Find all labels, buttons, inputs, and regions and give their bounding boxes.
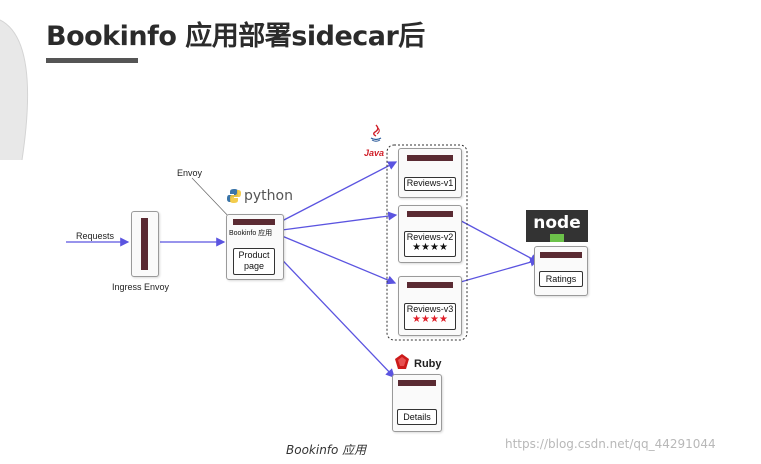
ruby-logo-text: Ruby <box>414 358 442 370</box>
slide-title: Bookinfo 应用部署sidecar后 <box>46 21 425 52</box>
ingress-envoy-bar <box>141 218 148 270</box>
node-logo-text: node <box>533 213 581 233</box>
requests-label: Requests <box>76 231 115 241</box>
reviews-group-border <box>386 144 468 341</box>
edge-reviews-v2-ratings <box>449 214 540 263</box>
reviews-v2-envoy-bar <box>407 211 453 217</box>
python-logo-icon <box>227 189 241 203</box>
reviews-v2-stars: ★★★★ <box>412 242 448 253</box>
edge-productpage-reviews-v2 <box>281 211 398 231</box>
ingress-envoy-label: Ingress Envoy <box>112 282 170 292</box>
details-service: Details <box>392 374 442 432</box>
reviews-v3-stars: ★★★★ <box>412 314 448 325</box>
figure-caption: Bookinfo 应用 <box>286 443 367 457</box>
java-logo-text: Java <box>364 148 385 158</box>
edge-productpage-details <box>267 244 395 378</box>
watermark-url: https://blog.csdn.net/qq_44291044 <box>505 437 716 451</box>
ratings-label: Ratings <box>539 271 583 287</box>
productpage-label: Product page <box>233 248 275 275</box>
reviews-v2-label: Reviews-v2 <box>406 232 454 242</box>
ratings-envoy-bar <box>540 252 582 258</box>
envoy-label: Envoy <box>177 168 203 178</box>
ratings-service: Ratings <box>534 246 588 296</box>
ingress-envoy-box <box>131 211 159 277</box>
productpage-envoy-bar <box>233 219 275 225</box>
productpage-header: Bookinfo 应用 <box>229 230 273 237</box>
reviews-v1-service: Reviews-v1 <box>398 148 462 198</box>
details-envoy-bar <box>398 380 436 386</box>
reviews-v2-label-box: Reviews-v2 ★★★★ <box>404 231 456 257</box>
details-label: Details <box>397 409 437 425</box>
reviews-v1-label: Reviews-v1 <box>404 177 456 191</box>
title-underline <box>46 58 138 63</box>
java-logo-icon <box>370 124 382 142</box>
reviews-v2-service: Reviews-v2 ★★★★ <box>398 205 462 263</box>
edge-reviews-v3-ratings <box>449 257 540 286</box>
reviews-v3-label-box: Reviews-v3 ★★★★ <box>404 303 456 330</box>
decorative-swoosh <box>0 19 29 160</box>
edge-productpage-reviews-v1 <box>279 161 398 223</box>
node-logo-icon: node <box>526 210 588 242</box>
ruby-logo-icon <box>395 354 409 369</box>
reviews-v1-envoy-bar <box>407 155 453 161</box>
productpage-service: Bookinfo 应用 Product page <box>226 214 284 280</box>
python-logo-text: python <box>244 188 293 204</box>
reviews-v3-label: Reviews-v3 <box>406 304 454 314</box>
reviews-v3-service: Reviews-v3 ★★★★ <box>398 276 462 336</box>
reviews-v3-envoy-bar <box>407 282 453 288</box>
edge-productpage-reviews-v3 <box>281 235 397 285</box>
